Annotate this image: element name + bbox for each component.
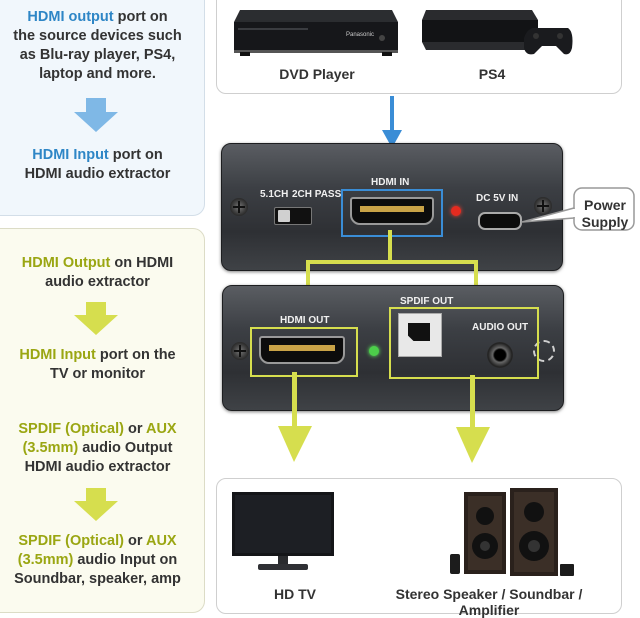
- down-arrow-icon-yellow-1: [74, 302, 118, 335]
- step3-text: HDMI Output on HDMI audio extractor: [21, 255, 174, 290]
- audio-out-highlight: [389, 307, 539, 379]
- dvd-player-image: [234, 10, 398, 56]
- certification-mark-icon: [533, 340, 555, 362]
- down-arrow-icon-blue: [74, 98, 118, 132]
- step2-text: HDMI Input port on HDMI audio extractor: [24, 147, 171, 182]
- power-led-red: [451, 206, 461, 216]
- output-instructions-panel: [0, 228, 205, 613]
- stereo-speaker-image: [450, 488, 574, 576]
- yellow-arrow-to-tv: [278, 372, 312, 462]
- step5-text: SPDIF (Optical) or AUX (3.5mm) audio Out…: [18, 421, 177, 475]
- spdif-optical-port[interactable]: [398, 313, 442, 357]
- mode-switch[interactable]: [274, 207, 312, 225]
- hdmi-out-port[interactable]: [259, 336, 345, 364]
- hdmi-in-label: HDMI IN: [371, 177, 410, 188]
- dvd-player-label: DVD Player: [279, 66, 355, 82]
- hdmi-out-highlight: [250, 327, 358, 377]
- audio-out-label: AUDIO OUT: [472, 322, 529, 333]
- speaker-label: Stereo Speaker / Soundbar / Amplifier: [395, 586, 583, 618]
- screw-icon: [534, 197, 552, 215]
- step4-text: HDMI Input port on the TV or monitor: [19, 347, 176, 382]
- hd-tv-label: HD TV: [274, 586, 316, 602]
- aux-audio-jack[interactable]: [487, 342, 513, 368]
- screw-icon: [231, 342, 249, 360]
- power-supply-callout: [521, 187, 635, 231]
- screw-icon: [230, 198, 248, 216]
- spdif-out-label: SPDIF OUT: [400, 296, 454, 307]
- status-led-green: [369, 346, 379, 356]
- step6-text: SPDIF (Optical) or AUX (3.5mm) audio Inp…: [14, 533, 181, 587]
- switch-label-2ch: 2CH PASS: [292, 189, 342, 200]
- hdmi-in-port[interactable]: [350, 197, 434, 225]
- switch-label-51ch: 5.1CH: [260, 189, 289, 200]
- hdmi-out-label: HDMI OUT: [280, 315, 330, 326]
- down-arrow-icon-yellow-2: [74, 488, 118, 521]
- dc-in-port[interactable]: [478, 212, 522, 230]
- hd-tv-image: [232, 492, 334, 570]
- blue-signal-arrow: [382, 96, 402, 148]
- ps4-label: PS4: [478, 66, 506, 82]
- ps4-image: [422, 10, 573, 55]
- dc-in-label: DC 5V IN: [476, 193, 519, 204]
- step1-text: HDMI output port on the source devices s…: [13, 9, 182, 82]
- dvd-brand: Panasonic: [346, 32, 375, 38]
- yellow-arrow-to-speaker: [456, 375, 490, 463]
